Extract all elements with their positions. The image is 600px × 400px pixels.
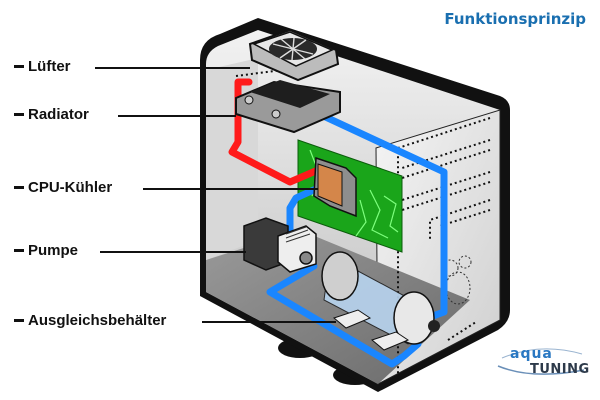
label-reservoir: Ausgleichsbehälter — [14, 312, 166, 329]
label-text: Radiator — [28, 106, 89, 123]
label-text: Pumpe — [28, 242, 79, 259]
label-fan: Lüfter — [14, 58, 71, 75]
logo-aqua: aqua — [510, 346, 553, 362]
label-radiator: Radiator — [14, 106, 89, 123]
dash-marker — [14, 186, 24, 189]
dash-marker — [14, 113, 24, 116]
label-text: Ausgleichsbehälter — [28, 312, 167, 329]
label-text: CPU-Kühler — [28, 179, 113, 196]
dash-marker — [14, 65, 24, 68]
label-text: Lüfter — [28, 58, 71, 75]
page-title: Funktionsprinzip — [444, 10, 586, 28]
dash-marker — [14, 249, 24, 252]
fan — [248, 28, 340, 82]
logo-tuning: TUNING — [530, 362, 590, 377]
cpu-cooler — [313, 156, 357, 218]
pump — [243, 217, 317, 273]
hot-tube — [228, 78, 322, 186]
reservoir — [321, 251, 440, 351]
label-cpu-cooler: CPU-Kühler — [14, 179, 112, 196]
leader-lines — [95, 67, 336, 323]
logo-swoosh-icon — [497, 348, 585, 375]
dash-marker — [14, 319, 24, 322]
label-pump: Pumpe — [14, 242, 78, 259]
radiator — [235, 80, 341, 134]
aquatuning-logo: aqua TUNING — [492, 344, 590, 386]
